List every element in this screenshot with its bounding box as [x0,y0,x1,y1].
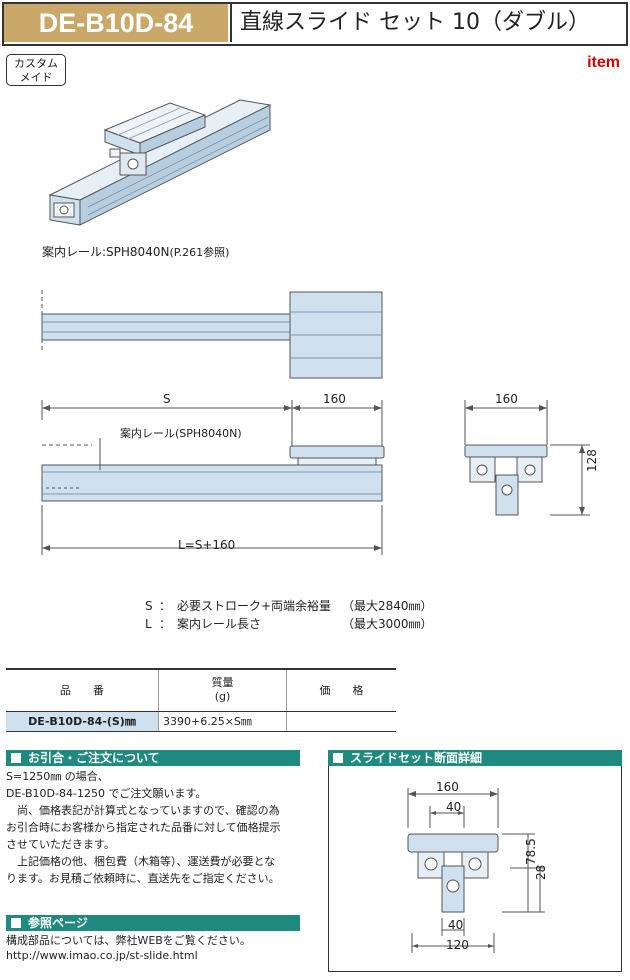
isometric-illustration [48,99,272,226]
badge-line-2: メイド [19,71,53,84]
ref-section-title: 参照ページ [28,916,88,930]
order-line: 尚、価格表記が計算式となっていますので、確認の為 [6,804,280,817]
detail-dim-40-top: 40 [446,800,462,814]
detail-dim-78-5: 78.5 [524,838,538,865]
rail-label: 案内レール(SPH8040N) [120,427,242,440]
legend-desc: 案内レール長さ [177,617,262,631]
detail-section-title: スライドセット断面詳細 [350,751,483,765]
brand-logo: item [587,54,620,71]
order-line: させていただきます。 [6,838,115,851]
legend-sep: ： [159,599,172,613]
legend-row-l: L ： 案内レール長さ （最大3000㎜） [145,615,433,633]
dim-160-side-label: 160 [495,392,518,406]
legend-row-s: S ： 必要ストローク+両端余裕量 （最大2840㎜） [145,597,433,615]
legend-desc: 必要ストローク+両端余裕量 [177,599,332,613]
header-divider [230,4,232,42]
row-item: DE-B10D-84-(S)㎜ [6,711,159,732]
dim-128-label: 128 [585,449,599,472]
header-mass-label: 質量 [211,676,234,690]
header-item: 品 番 [6,668,159,712]
custom-made-badge: カスタム メイド [6,54,66,86]
detail-cross-section [407,788,545,953]
square-bullet-icon [11,918,21,928]
page-title: 直線スライド セット 10（ダブル） [240,10,590,35]
legend: S ： 必要ストローク+両端余裕量 （最大2840㎜） L ： 案内レール長さ （最大300… [145,597,433,633]
square-bullet-icon [333,753,343,763]
product-code: DE-B10D-84 [4,4,228,42]
detail-dim-160: 160 [436,780,459,794]
detail-dim-28: 28 [534,864,548,880]
detail-dim-120: 120 [446,938,469,952]
ref-section-header: 参照ページ [6,915,300,931]
ref-url-link[interactable]: http://www.imao.co.jp/st-slide.html [6,949,198,962]
order-line: S=1250㎜ の場合、 [6,770,109,783]
detail-dim-40-bottom: 40 [448,918,464,932]
header-mass: 質量 (g) [158,668,287,712]
order-line: お引合時にお客様から指定された品番に対して価格提示 [6,821,281,834]
legend-sep: ： [159,617,172,631]
order-section-header: お引合・ご注文について [6,750,300,766]
order-section-body: S=1250㎜ の場合、 DE-B10D-84-1250 でご注文願います。 尚… [6,768,281,887]
header-price: 価 格 [286,668,396,712]
figure-caption-ref: (P.261参照) [169,246,230,259]
badge-line-1: カスタム [14,57,58,70]
ref-section-body: 構成部品については、弊社WEBをご覧ください。 http://www.imao.… [6,933,251,963]
order-line: 上記価格の他、梱包費（木箱等）、運送費が必要とな [6,855,276,868]
header-mass-unit: (g) [214,690,231,704]
dim-l-label: L=S+160 [178,538,236,552]
legend-sym: S [145,599,153,613]
header-frame [2,2,628,46]
ref-line: 構成部品については、弊社WEBをご覧ください。 [6,934,251,947]
row-mass: 3390+6.25×S㎜ [158,711,287,732]
order-line: DE-B10D-84-1250 でご注文願います。 [6,787,207,800]
dim-160-top-label: 160 [323,392,346,406]
cross-section-drawing [464,400,590,516]
side-view-drawing [41,400,385,555]
legend-max: （最大2840㎜） [342,599,433,613]
order-section-title: お引合・ご注文について [28,751,160,765]
dim-s-label: S [163,392,171,406]
top-view-drawing [41,290,383,379]
legend-sym: L [145,617,152,631]
spec-table: 品 番 質量 (g) 価 格 DE-B10D-84-(S)㎜ 3390+6.25… [6,668,396,732]
order-line: ります。お見積ご依頼時に、直送先をご指定ください。 [6,872,280,885]
legend-max: （最大3000㎜） [342,617,433,631]
square-bullet-icon [11,753,21,763]
row-price [286,711,396,732]
detail-section-header: スライドセット断面詳細 [328,750,622,766]
figure-caption: 案内レール:SPH8040N(P.261参照) [42,243,229,260]
figure-caption-text: 案内レール:SPH8040N [42,245,170,259]
